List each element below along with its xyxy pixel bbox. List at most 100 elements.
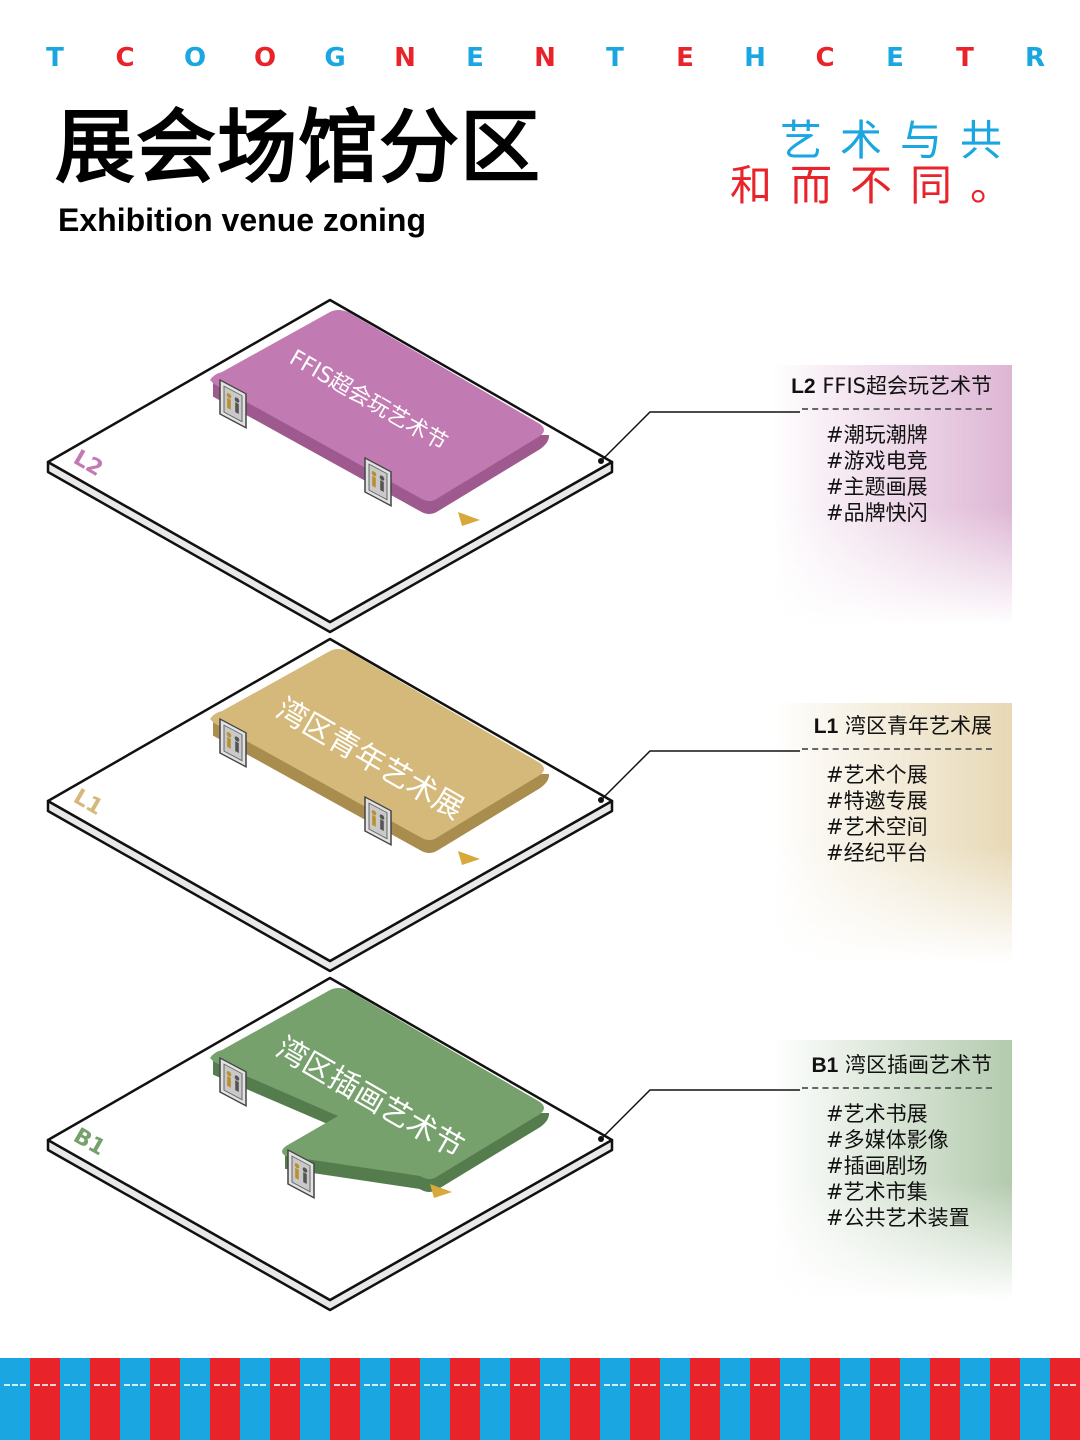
restroom-icon bbox=[219, 1056, 247, 1107]
stripe-block bbox=[510, 1358, 540, 1440]
floor-heading: B1 湾区插画艺术节 bbox=[702, 1049, 992, 1087]
header-letter: C bbox=[115, 43, 135, 73]
floor-zone-name: FFIS超会玩艺术节 bbox=[822, 374, 992, 398]
floor-zone-name: 湾区插画艺术节 bbox=[845, 1053, 992, 1077]
header-letter: T bbox=[46, 43, 64, 73]
stripe-block bbox=[540, 1358, 570, 1440]
header-letter: N bbox=[394, 43, 416, 73]
stripe-block bbox=[960, 1358, 990, 1440]
header-letter: G bbox=[324, 43, 346, 73]
floor-divider bbox=[802, 1087, 992, 1089]
slogan-line-1: 艺术与共 bbox=[779, 116, 1020, 165]
entrance-arrow-icon bbox=[458, 512, 480, 526]
stripe-block bbox=[810, 1358, 840, 1440]
stripe-block bbox=[930, 1358, 960, 1440]
restroom-icon bbox=[287, 1148, 315, 1199]
stripe-block bbox=[720, 1358, 750, 1440]
stripe-block bbox=[1050, 1358, 1080, 1440]
restroom-icon bbox=[219, 378, 247, 429]
stripe-block bbox=[180, 1358, 210, 1440]
header-letter: O bbox=[183, 43, 207, 73]
floor-fade-l1 bbox=[612, 703, 1012, 963]
stripe-block bbox=[90, 1358, 120, 1440]
tag-item: #插画剧场 bbox=[826, 1154, 928, 1178]
floor-divider bbox=[802, 408, 992, 410]
stripe-block bbox=[990, 1358, 1020, 1440]
header-letter: C bbox=[815, 43, 835, 73]
stripe-block bbox=[240, 1358, 270, 1440]
restroom-icon bbox=[219, 717, 247, 768]
stripe-block bbox=[870, 1358, 900, 1440]
page-title: 展会场馆分区 bbox=[55, 101, 541, 194]
stripe-block bbox=[420, 1358, 450, 1440]
tag-item: #品牌快闪 bbox=[826, 501, 928, 525]
tag-item: #游戏电竞 bbox=[826, 449, 928, 473]
stripe-block bbox=[210, 1358, 240, 1440]
entrance-arrow-icon bbox=[430, 1184, 452, 1198]
stripe-block bbox=[60, 1358, 90, 1440]
stripe-block bbox=[570, 1358, 600, 1440]
page-subtitle: Exhibition venue zoning bbox=[58, 202, 426, 238]
stripe-block bbox=[840, 1358, 870, 1440]
stripe-block bbox=[780, 1358, 810, 1440]
floor-tag-list: #艺术个展 #特邀专展 #艺术空间 #经纪平台 bbox=[826, 762, 992, 866]
restroom-icon bbox=[364, 456, 392, 507]
header-letter: E bbox=[466, 43, 484, 73]
stripe-block bbox=[30, 1358, 60, 1440]
tag-item: #潮玩潮牌 bbox=[826, 423, 928, 447]
stripe-block bbox=[630, 1358, 660, 1440]
floor-label-b1: B1 湾区插画艺术节 #艺术书展 #多媒体影像 #插画剧场 #艺术市集 #公共艺… bbox=[792, 1049, 992, 1231]
stripe-block bbox=[300, 1358, 330, 1440]
header-letter: E bbox=[676, 43, 694, 73]
stripe-block bbox=[330, 1358, 360, 1440]
header-letter: O bbox=[253, 43, 277, 73]
floor-code: B1 bbox=[811, 1054, 839, 1077]
header-letter: T bbox=[606, 43, 624, 73]
tag-item: #艺术市集 bbox=[826, 1180, 928, 1204]
zone-block bbox=[210, 310, 544, 501]
floor-tag-list: #潮玩潮牌 #游戏电竞 #主题画展 #品牌快闪 bbox=[826, 422, 992, 526]
stripe-block bbox=[360, 1358, 390, 1440]
entrance-arrow-icon bbox=[458, 851, 480, 865]
tag-item: #公共艺术装置 bbox=[826, 1206, 970, 1230]
header-letter: E bbox=[886, 43, 904, 73]
stripe-block bbox=[390, 1358, 420, 1440]
floor-heading: L1 湾区青年艺术展 bbox=[702, 710, 992, 748]
zone-block bbox=[210, 649, 544, 840]
stripe-block bbox=[1020, 1358, 1050, 1440]
tag-item: #多媒体影像 bbox=[826, 1128, 949, 1152]
stripe-block bbox=[600, 1358, 630, 1440]
stripe-block bbox=[690, 1358, 720, 1440]
floor-code: L2 bbox=[791, 375, 816, 398]
stripe-block bbox=[120, 1358, 150, 1440]
header-letter: T bbox=[956, 43, 974, 73]
tag-item: #经纪平台 bbox=[826, 841, 928, 865]
header-letter: H bbox=[744, 43, 766, 73]
tag-item: #艺术空间 bbox=[826, 815, 928, 839]
floor-fade-b1 bbox=[612, 1040, 1012, 1300]
stripe-block bbox=[660, 1358, 690, 1440]
floor-code: L1 bbox=[813, 715, 839, 738]
floor-zone-name: 湾区青年艺术展 bbox=[845, 714, 992, 738]
stripe-block bbox=[150, 1358, 180, 1440]
leader-line bbox=[600, 1089, 800, 1140]
stripe-block bbox=[750, 1358, 780, 1440]
header-letter: N bbox=[534, 43, 556, 73]
stripe-block bbox=[480, 1358, 510, 1440]
leader-line bbox=[600, 411, 800, 462]
zone-block bbox=[210, 988, 544, 1179]
stripe-block bbox=[270, 1358, 300, 1440]
tag-item: #艺术书展 bbox=[826, 1102, 928, 1126]
stripe-block bbox=[450, 1358, 480, 1440]
floor-label-l2: L2 FFIS超会玩艺术节 #潮玩潮牌 #游戏电竞 #主题画展 #品牌快闪 bbox=[791, 370, 992, 526]
floor-label-l1: L1 湾区青年艺术展 #艺术个展 #特邀专展 #艺术空间 #经纪平台 bbox=[792, 710, 992, 866]
floor-divider bbox=[802, 748, 992, 750]
tag-item: #主题画展 bbox=[826, 475, 928, 499]
restroom-icon bbox=[364, 795, 392, 846]
decorative-bottom-stripe bbox=[0, 1358, 1080, 1440]
